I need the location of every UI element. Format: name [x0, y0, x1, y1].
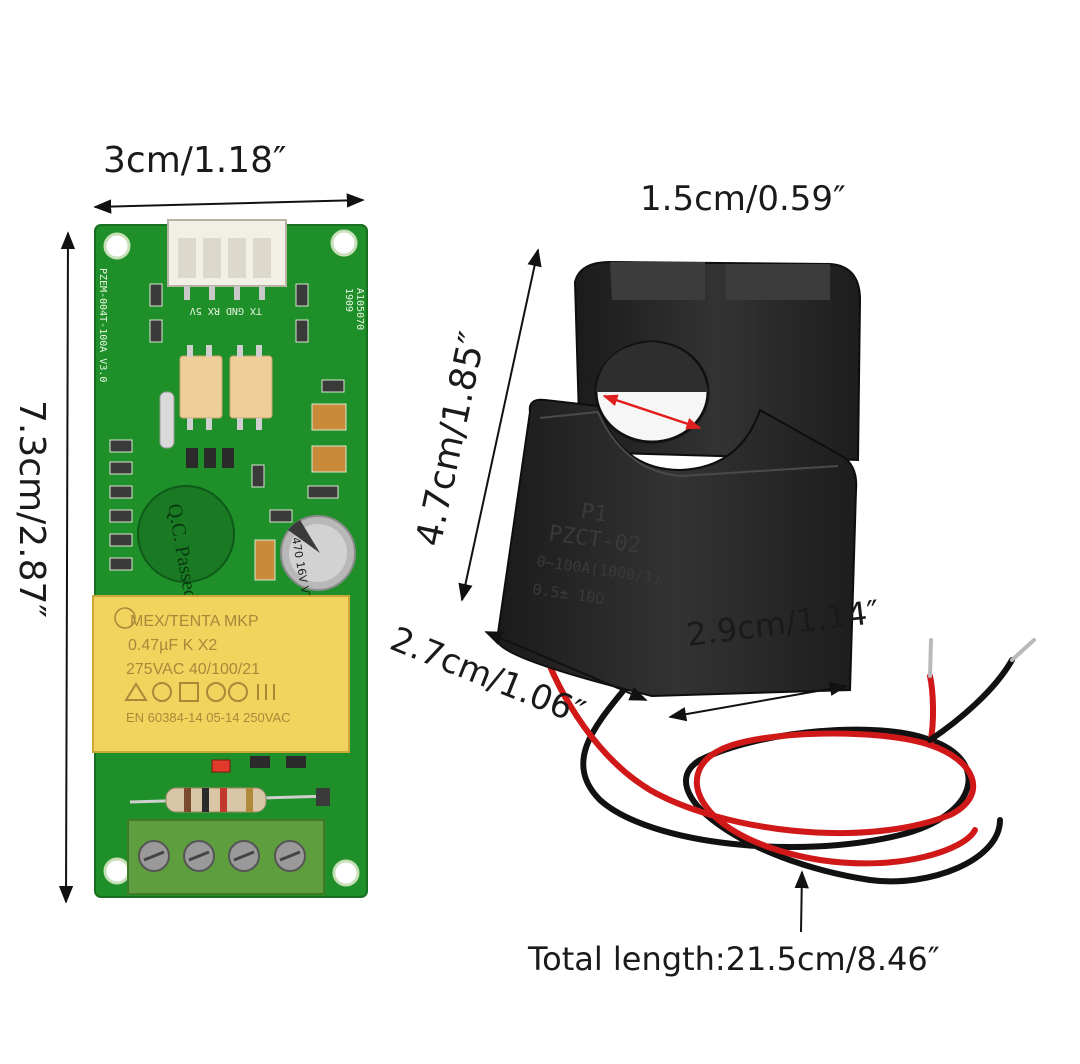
pcb-height-arrow	[58, 231, 76, 904]
pcb-module: TX GND RX 5V PZEM-004T-100A V3.0 A105070…	[92, 219, 368, 898]
crystal-oscillator	[159, 391, 175, 449]
mount-hole	[330, 229, 358, 257]
led-indicator	[211, 759, 231, 773]
ct-hole-label: 1.5cm/0.59″	[640, 179, 846, 219]
smd-components	[109, 283, 347, 581]
optocoupler-chips	[179, 345, 273, 430]
uart-header-connector	[167, 219, 287, 300]
x2-cap-line4: EN 60384-14 05-14 250VAC	[126, 710, 291, 725]
resistor-row	[186, 448, 234, 468]
current-transformer: P1 PZCT-02 0~100A(1000/1) 0.5± 10Ω	[495, 260, 862, 698]
mount-hole	[103, 857, 131, 885]
x2-cap-line1: MEX/TENTA MKP	[130, 613, 259, 630]
pcb-model-label: PZEM-004T-100A V3.0	[97, 268, 108, 382]
pcb-date-code: 1909	[343, 288, 354, 312]
qc-sticker: Q.C. Passed	[137, 485, 235, 602]
certification-marks-icon	[124, 682, 275, 702]
smd-resistor	[250, 756, 270, 768]
ct-depth-arrow	[484, 631, 648, 701]
ct-label-line1: P1	[579, 499, 609, 527]
ct-height-arrow	[458, 248, 542, 602]
x2-capacitor: MEX/TENTA MKP 0.47µF K X2 275VAC 40/100/…	[92, 595, 350, 753]
total-length-label: Total length:21.5cm/8.46″	[527, 940, 940, 978]
mount-hole	[103, 232, 131, 260]
pcb-code-label: A105070	[354, 288, 365, 330]
ct-width-arrow	[668, 681, 848, 722]
pcb-width-arrow	[93, 193, 365, 214]
power-resistor	[129, 787, 331, 813]
screw-terminal-block	[127, 819, 325, 895]
mount-hole	[332, 859, 360, 887]
ct-hole-arrow	[602, 394, 702, 430]
x2-cap-line3: 275VAC 40/100/21	[126, 661, 260, 678]
pcb-width-label: 3cm/1.18″	[103, 140, 287, 181]
ct-height-label: 4.7cm/1.85″	[409, 328, 494, 550]
x2-cap-line2: 0.47µF K X2	[128, 637, 217, 654]
header-pin-labels: TX GND RX 5V	[190, 305, 262, 316]
total-length-arrow	[794, 870, 809, 933]
smd-resistor	[286, 756, 306, 768]
ct-lead-wires	[537, 637, 1036, 885]
pcb-height-label: 7.3cm/2.87″	[11, 400, 52, 618]
